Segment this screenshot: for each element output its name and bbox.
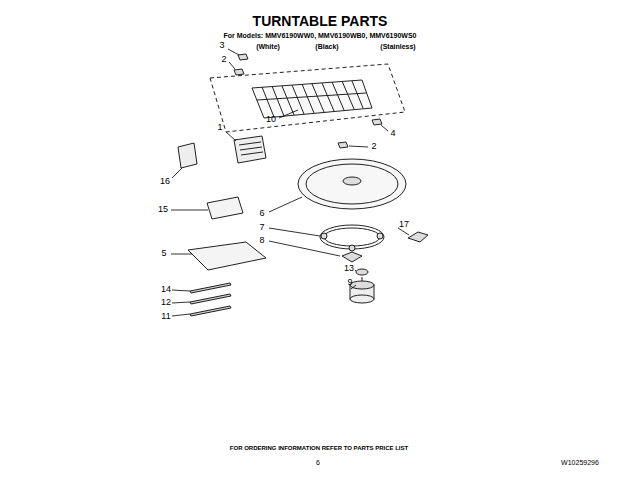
callout-number: 6 (259, 209, 264, 219)
plate (188, 242, 266, 270)
page-number: 6 (316, 459, 320, 467)
clip (408, 232, 428, 242)
callout-number: 9 (347, 278, 352, 288)
motor (350, 277, 374, 303)
callout-number: 5 (161, 249, 166, 259)
callout-number: 10 (266, 115, 276, 125)
callout-number: 14 (161, 285, 171, 295)
shield (207, 197, 243, 219)
card (178, 143, 197, 168)
callout-number: 8 (259, 236, 264, 246)
leader-lines (171, 49, 409, 316)
callout-number: 13 (344, 264, 354, 274)
model-color: (White) (256, 43, 280, 51)
callout-number: 1 (217, 123, 222, 133)
diagram-title: TURNTABLE PARTS (253, 14, 388, 29)
grill-cover (234, 136, 266, 163)
support-ring (320, 225, 384, 251)
washer (356, 269, 368, 275)
rack-outline (210, 64, 405, 132)
callout-number: 2 (371, 142, 376, 152)
screw (234, 54, 382, 148)
callout-number: 15 (158, 205, 168, 215)
rack (252, 80, 372, 118)
callout-number: 17 (399, 220, 409, 230)
document-number: W10259296 (561, 459, 599, 467)
footer-note: FOR ORDERING INFORMATION REFER TO PARTS … (230, 445, 408, 452)
callout-number: 2 (221, 55, 226, 65)
callout-number: 11 (161, 312, 170, 322)
glass-tray (298, 159, 406, 209)
model-list: For Models: MMV6190WW0, MMV6190WB0, MMV6… (224, 32, 417, 40)
coupler (342, 252, 362, 262)
callout-number: 3 (219, 41, 224, 51)
model-color: (Black) (315, 43, 338, 51)
callout-number: 16 (160, 177, 170, 187)
callout-number: 12 (161, 298, 171, 308)
rod (190, 283, 231, 316)
model-color: (Stainless) (380, 43, 415, 51)
callout-number: 7 (259, 223, 264, 233)
callout-number: 4 (390, 129, 395, 139)
